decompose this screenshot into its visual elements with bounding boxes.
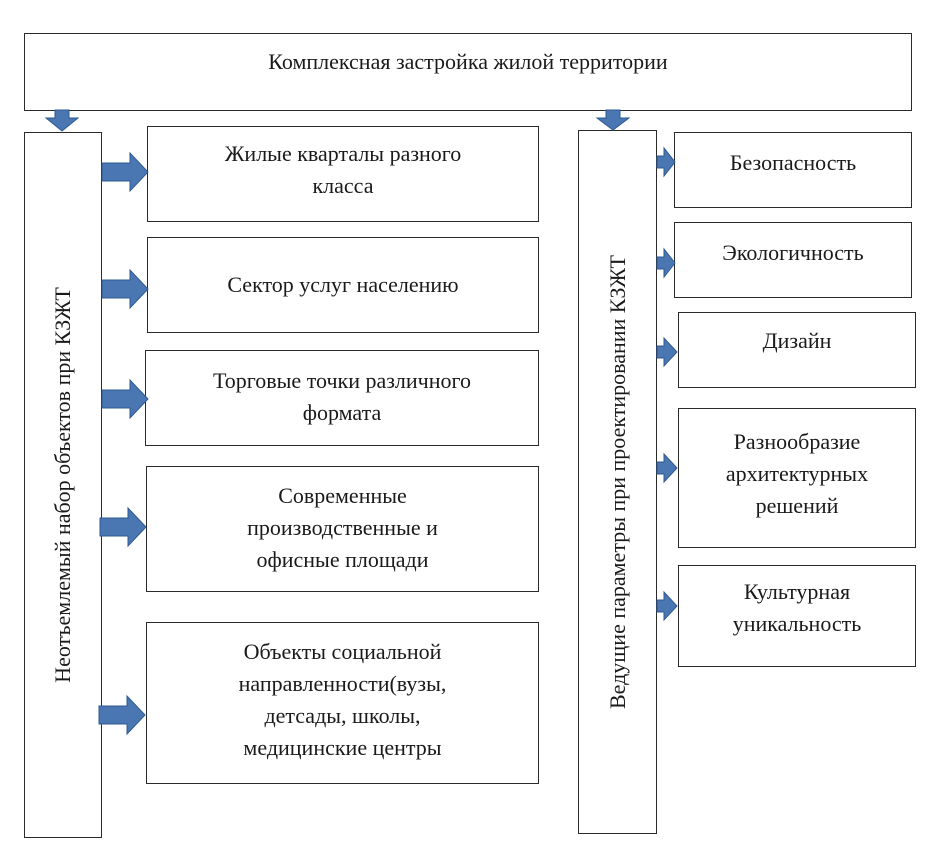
right-arrow-offices-icon [99,506,147,548]
header-box: Комплексная застройка жилой территории [24,33,912,111]
left-item-social: Объекты социальной направленности(вузы, … [146,622,539,784]
left-item-social-line4: медицинские центры [243,735,442,760]
right-arrow-services-icon [101,268,149,310]
left-item-offices-line3: офисные площади [256,547,429,572]
right-item-architecture: Разнообразие архитектурных решений [678,408,916,548]
left-item-retail-line2: формата [302,400,382,425]
left-item-housing: Жилые кварталы разного класса [147,126,539,222]
left-item-housing-line1: Жилые кварталы разного [224,141,462,166]
right-item-safety-line1: Безопасность [729,150,857,175]
left-item-services-line1: Сектор услуг населению [227,272,459,297]
right-arrow-architecture-icon [656,452,678,484]
right-item-ecology-line1: Экологичность [722,240,864,265]
down-arrow-left-icon [44,109,80,132]
right-item-architecture-line1: Разнообразие [733,429,861,454]
right-arrow-design-icon [656,336,678,368]
right-item-ecology: Экологичность [674,222,912,298]
right-item-culture-line2: уникальность [732,611,862,636]
left-item-retail-line1: Торговые точки различного [213,368,471,393]
down-arrow-right-icon [595,109,631,131]
left-item-social-line3: детсады, школы, [264,703,421,728]
left-item-social-line2: направленности(вузы, [238,671,447,696]
right-item-safety: Безопасность [674,132,912,208]
right-item-architecture-line3: решений [755,493,839,518]
left-item-retail: Торговые точки различного формата [145,350,539,446]
left-item-offices-line1: Современные [278,483,407,508]
right-arrow-social-icon [98,694,146,736]
right-item-design-line1: Дизайн [762,328,832,353]
right-item-culture: Культурная уникальность [678,565,916,667]
right-column-box: Ведущие параметры при проектировании КЗЖ… [578,130,657,834]
right-arrow-culture-icon [656,590,678,622]
right-item-culture-line1: Культурная [743,579,851,604]
left-item-services: Сектор услуг населению [147,237,539,333]
right-arrow-retail-icon [101,378,149,420]
left-item-offices: Современные производственные и офисные п… [146,466,539,592]
header-title: Комплексная застройка жилой территории [268,49,668,74]
left-column-box: Неотъемлемый набор объектов при КЗЖТ [24,132,102,838]
right-item-architecture-line2: архитектурных [725,461,869,486]
left-item-offices-line2: производственные и [247,515,438,540]
left-item-social-line1: Объекты социальной [243,639,442,664]
right-arrow-housing-icon [101,151,149,193]
right-arrow-ecology-icon [656,247,676,279]
right-arrow-safety-icon [656,146,676,178]
left-item-housing-line2: класса [312,173,374,198]
right-item-design: Дизайн [678,312,916,388]
